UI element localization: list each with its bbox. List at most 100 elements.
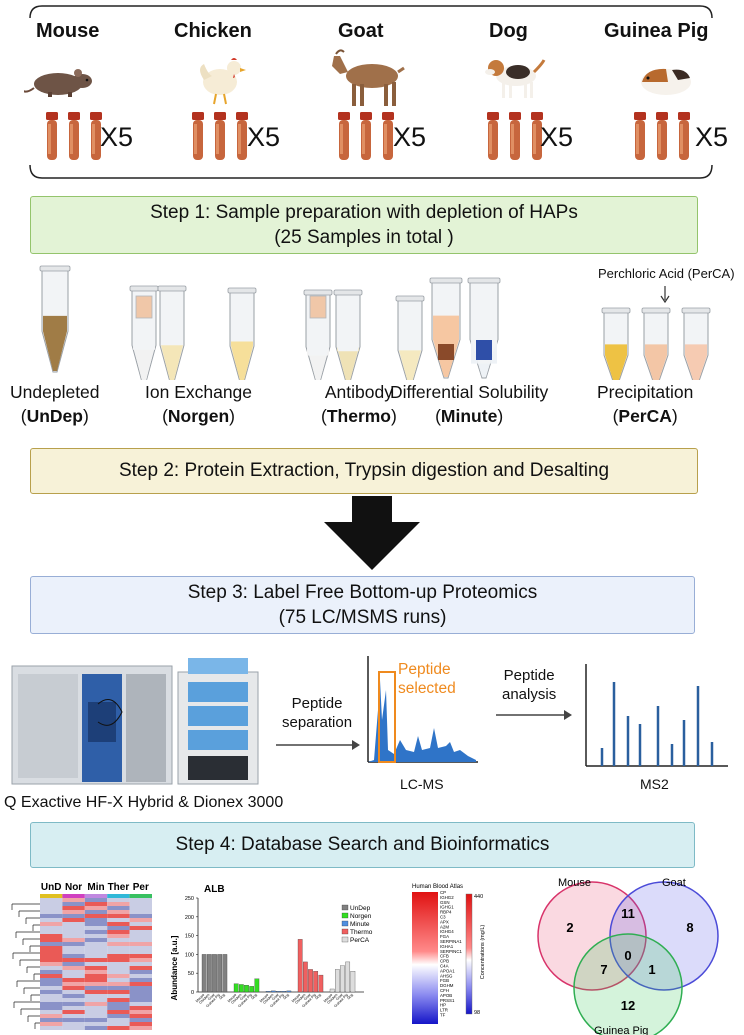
- bar: [335, 969, 340, 993]
- method-differential-solubility: Differential Solubility (Minute): [390, 382, 549, 426]
- bar: [297, 939, 303, 993]
- x-tick-label: Goat: [207, 993, 215, 1001]
- heatmap-cell: [40, 1018, 63, 1022]
- dendrogram-branch: [26, 966, 40, 973]
- eppendorf-tube: [641, 307, 671, 380]
- instrument-label: Q Exactive HF-X Hybrid & Dionex 3000: [4, 794, 284, 811]
- heatmap-cell: [40, 1002, 63, 1006]
- heatmap-cell: [129, 1018, 152, 1022]
- hba-protein: FGB: [440, 978, 449, 983]
- venn-mouse-goat: 11: [621, 906, 635, 921]
- heatmap-cell: [107, 922, 130, 926]
- guinea-pig-illustration: [641, 68, 691, 95]
- heatmap-cell: [129, 930, 152, 934]
- bar: [265, 991, 271, 993]
- heatmap-cell: [40, 958, 63, 962]
- heatmap-column-label: Per: [133, 882, 149, 893]
- x-tick-label: Goat: [303, 993, 311, 1001]
- heatmap-cell: [62, 1014, 85, 1018]
- hba-protein: APOA1: [440, 968, 455, 973]
- bar: [222, 954, 228, 993]
- heatmap-cell: [62, 978, 85, 982]
- heatmap-cell: [129, 982, 152, 986]
- blood-tube: [382, 112, 394, 160]
- hba-protein: AHSG: [440, 973, 453, 978]
- heatmap-cell: [62, 1022, 85, 1026]
- heatmap-cell: [62, 1018, 85, 1022]
- venn-label-goat: Goat: [662, 877, 686, 889]
- step1-title: Step 1: Sample preparation with depletio…: [150, 202, 578, 223]
- heatmap-cell: [84, 974, 108, 978]
- heatmap-cell: [129, 1026, 152, 1030]
- heatmap-cell: [107, 898, 130, 902]
- heatmap-cell: [84, 1010, 108, 1014]
- hba-colorbar: [465, 893, 473, 1015]
- heatmap-column-bar: [129, 894, 152, 898]
- heatmap-cell: [40, 938, 63, 942]
- heatmap-cell: [129, 902, 152, 906]
- blood-tube: [214, 112, 226, 160]
- y-tick-label: 100: [185, 952, 194, 958]
- heatmap-cell: [62, 942, 85, 946]
- x-tick-label: Dog: [218, 993, 225, 1000]
- heatmap-cell: [40, 1026, 63, 1030]
- hba-protein: GSN: [440, 900, 450, 905]
- x-tick-label: Mouse: [291, 993, 301, 1003]
- heatmap-cell: [107, 998, 130, 1002]
- heatmap-cell: [107, 926, 130, 930]
- dendrogram-branch: [22, 938, 40, 945]
- step2-box: Step 2: Protein Extraction, Trypsin dige…: [30, 448, 698, 494]
- blood-tube: [360, 112, 372, 160]
- hba-protein: CFH: [440, 988, 449, 993]
- hba-protein: FGA: [440, 934, 449, 939]
- heatmap-cell: [107, 910, 130, 914]
- legend-swatch: [341, 912, 349, 919]
- heatmap-cell: [40, 1022, 63, 1026]
- heatmap-cell: [129, 1014, 152, 1018]
- heatmap-column-label: Nor: [65, 882, 82, 893]
- heatmap-cell: [40, 1010, 63, 1014]
- blood-tube: [192, 112, 204, 160]
- hba-protein: CFB: [440, 954, 449, 959]
- venn-circle-guinea-pig: [573, 933, 683, 1035]
- heatmap-cell: [129, 998, 152, 1002]
- heatmap-cell: [40, 910, 63, 914]
- heatmap-cell: [84, 938, 108, 942]
- step4-title: Step 4: Database Search and Bioinformati…: [175, 834, 550, 855]
- heatmap-cell: [84, 966, 108, 970]
- heatmap-cell: [107, 962, 130, 966]
- lcms-label: LC-MS: [400, 776, 444, 792]
- bar: [345, 961, 351, 993]
- species-goat: Goat: [338, 20, 384, 42]
- heatmap-cell: [40, 990, 63, 994]
- method-code: UnDep: [26, 406, 83, 426]
- heatmap-cell: [107, 970, 130, 974]
- heatmap-cell: [107, 950, 130, 954]
- heatmap-cell: [129, 918, 152, 922]
- step4-box: Step 4: Database Search and Bioinformati…: [30, 822, 695, 868]
- hba-protein: SERPINA1: [440, 939, 462, 944]
- bar: [340, 965, 345, 993]
- bar: [313, 971, 319, 993]
- pellet: [476, 340, 492, 360]
- heatmap-column-bar: [40, 894, 63, 898]
- bar: [249, 986, 255, 993]
- lcms-chromatogram: [367, 656, 478, 763]
- heatmap-cell: [84, 914, 108, 918]
- heatmap-cell: [62, 950, 85, 954]
- heatmap-cell: [40, 946, 63, 950]
- eppendorf-tube: [333, 289, 363, 380]
- heatmap-cell: [84, 1006, 108, 1010]
- heatmap-cell: [84, 986, 108, 990]
- heatmap-cell: [62, 906, 85, 910]
- heatmap-cell: [84, 1002, 108, 1006]
- heatmap-cell: [40, 898, 63, 902]
- replicate-count: X5: [247, 122, 281, 152]
- y-tick-label: 0: [191, 990, 194, 996]
- step3-subtitle: (75 LC/MSMS runs): [278, 607, 447, 628]
- hba-protein: IGHG4: [440, 929, 454, 934]
- heatmap-cell: [62, 970, 85, 974]
- heatmap-cell: [40, 978, 63, 982]
- heatmap-cell: [129, 966, 152, 970]
- heatmap-cell: [129, 934, 152, 938]
